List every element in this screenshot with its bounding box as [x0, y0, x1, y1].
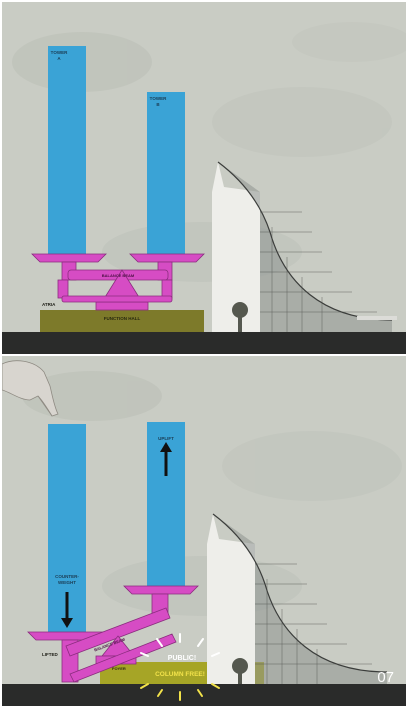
public-label: PUBLIC!: [168, 655, 196, 662]
tower-b: [147, 92, 185, 256]
tower-b-label-line1: TOWER: [150, 96, 167, 101]
tower-a: [48, 46, 86, 256]
left-side-label: LIFTED: [42, 652, 58, 657]
function-hall-base: [40, 310, 204, 332]
panel-lifted-illustration: UPLIFT COUNTER- WEIGHT BALANCE BEAM LIFT…: [2, 356, 406, 706]
counterweight-label-line1: COUNTER-: [55, 574, 79, 579]
ground: [2, 332, 406, 354]
left-side-label: ATRIA: [42, 302, 56, 307]
panel-lifted: UPLIFT COUNTER- WEIGHT BALANCE BEAM LIFT…: [2, 356, 406, 706]
ground: [2, 684, 406, 706]
uplift-label: UPLIFT: [158, 436, 174, 441]
tower-a-label-line1: TOWER: [51, 50, 68, 55]
foyer-label: FOYER: [112, 666, 126, 671]
counterweight-label-line2: WEIGHT: [58, 580, 76, 585]
beam-label: BALANCE BEAM: [102, 273, 135, 278]
page-number: 07: [377, 669, 394, 686]
base-label: FUNCTION HALL: [104, 316, 141, 321]
column-free-label: COLUMN FREE!: [155, 671, 205, 678]
panel-balanced: TOWER A TOWER B BALANCE BEAM ATRIA FUNCT…: [2, 2, 406, 354]
panel-balanced-illustration: TOWER A TOWER B BALANCE BEAM ATRIA FUNCT…: [2, 2, 406, 354]
